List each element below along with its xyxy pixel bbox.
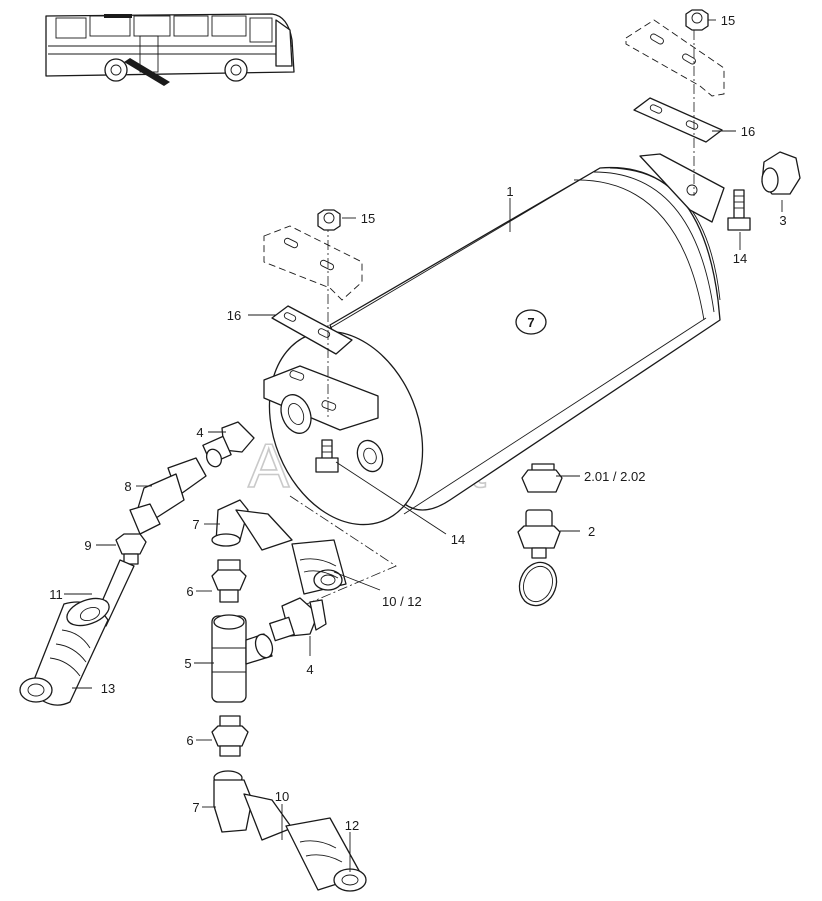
plug: [761, 151, 801, 195]
callout-15-right: 15: [721, 13, 735, 28]
bolt-left: [315, 439, 339, 473]
callout-9: 9: [84, 538, 91, 553]
callout-10-12: 10 / 12: [382, 594, 422, 609]
nut-left: [317, 209, 341, 231]
drain-valve: [517, 509, 561, 607]
callout-1: 1: [506, 184, 513, 199]
bus-thumbnail: [45, 13, 295, 86]
elbow-upper: [129, 457, 207, 535]
nut-top-right: [685, 9, 709, 31]
callout-2: 2: [588, 524, 595, 539]
fitting-lower: [269, 597, 327, 642]
hose-11: [19, 559, 135, 706]
callout-2-01-2-02: 2.01 / 2.02: [584, 469, 645, 484]
dash-guide-upper: [287, 495, 397, 613]
callout-15-left: 15: [361, 211, 375, 226]
callout-7-lower: 7: [192, 800, 199, 815]
nipple-6-upper: [211, 559, 247, 603]
front-strap: [263, 222, 363, 420]
callout-16-left: 16: [227, 308, 241, 323]
circled-label-ring: [515, 309, 547, 335]
callout-7-upper: 7: [192, 517, 199, 532]
bolt-right: [727, 189, 751, 231]
elbow-7-lower: [213, 770, 367, 892]
callout-13: 13: [101, 681, 115, 696]
elbow-7-upper: [211, 499, 347, 595]
callout-4-upper: 4: [196, 425, 203, 440]
drain-fitting: [521, 463, 563, 493]
fitting-9: [115, 533, 147, 565]
callouts: 1 2 2.01 / 2.02 3 4 4 5 6 6 7 7 8 9 10 1…: [49, 13, 786, 833]
fitting-upper: [202, 421, 255, 468]
tee-5: [211, 614, 274, 703]
rear-strap: [625, 19, 725, 196]
nipple-6-lower: [211, 715, 249, 757]
callout-3: 3: [779, 213, 786, 228]
callout-14-right: 14: [733, 251, 747, 266]
callout-10: 10: [275, 789, 289, 804]
circled-label: 7: [527, 315, 534, 330]
callout-16-right: 16: [741, 124, 755, 139]
leader-lines: [64, 19, 783, 872]
callout-12: 12: [345, 818, 359, 833]
callout-11: 11: [49, 587, 63, 602]
callout-5: 5: [184, 656, 191, 671]
callout-6-upper: 6: [186, 584, 193, 599]
air-tank: [263, 153, 725, 526]
callout-8: 8: [124, 479, 131, 494]
callout-6-lower: 6: [186, 733, 193, 748]
callout-4-lower: 4: [306, 662, 313, 677]
callout-14-left: 14: [451, 532, 465, 547]
